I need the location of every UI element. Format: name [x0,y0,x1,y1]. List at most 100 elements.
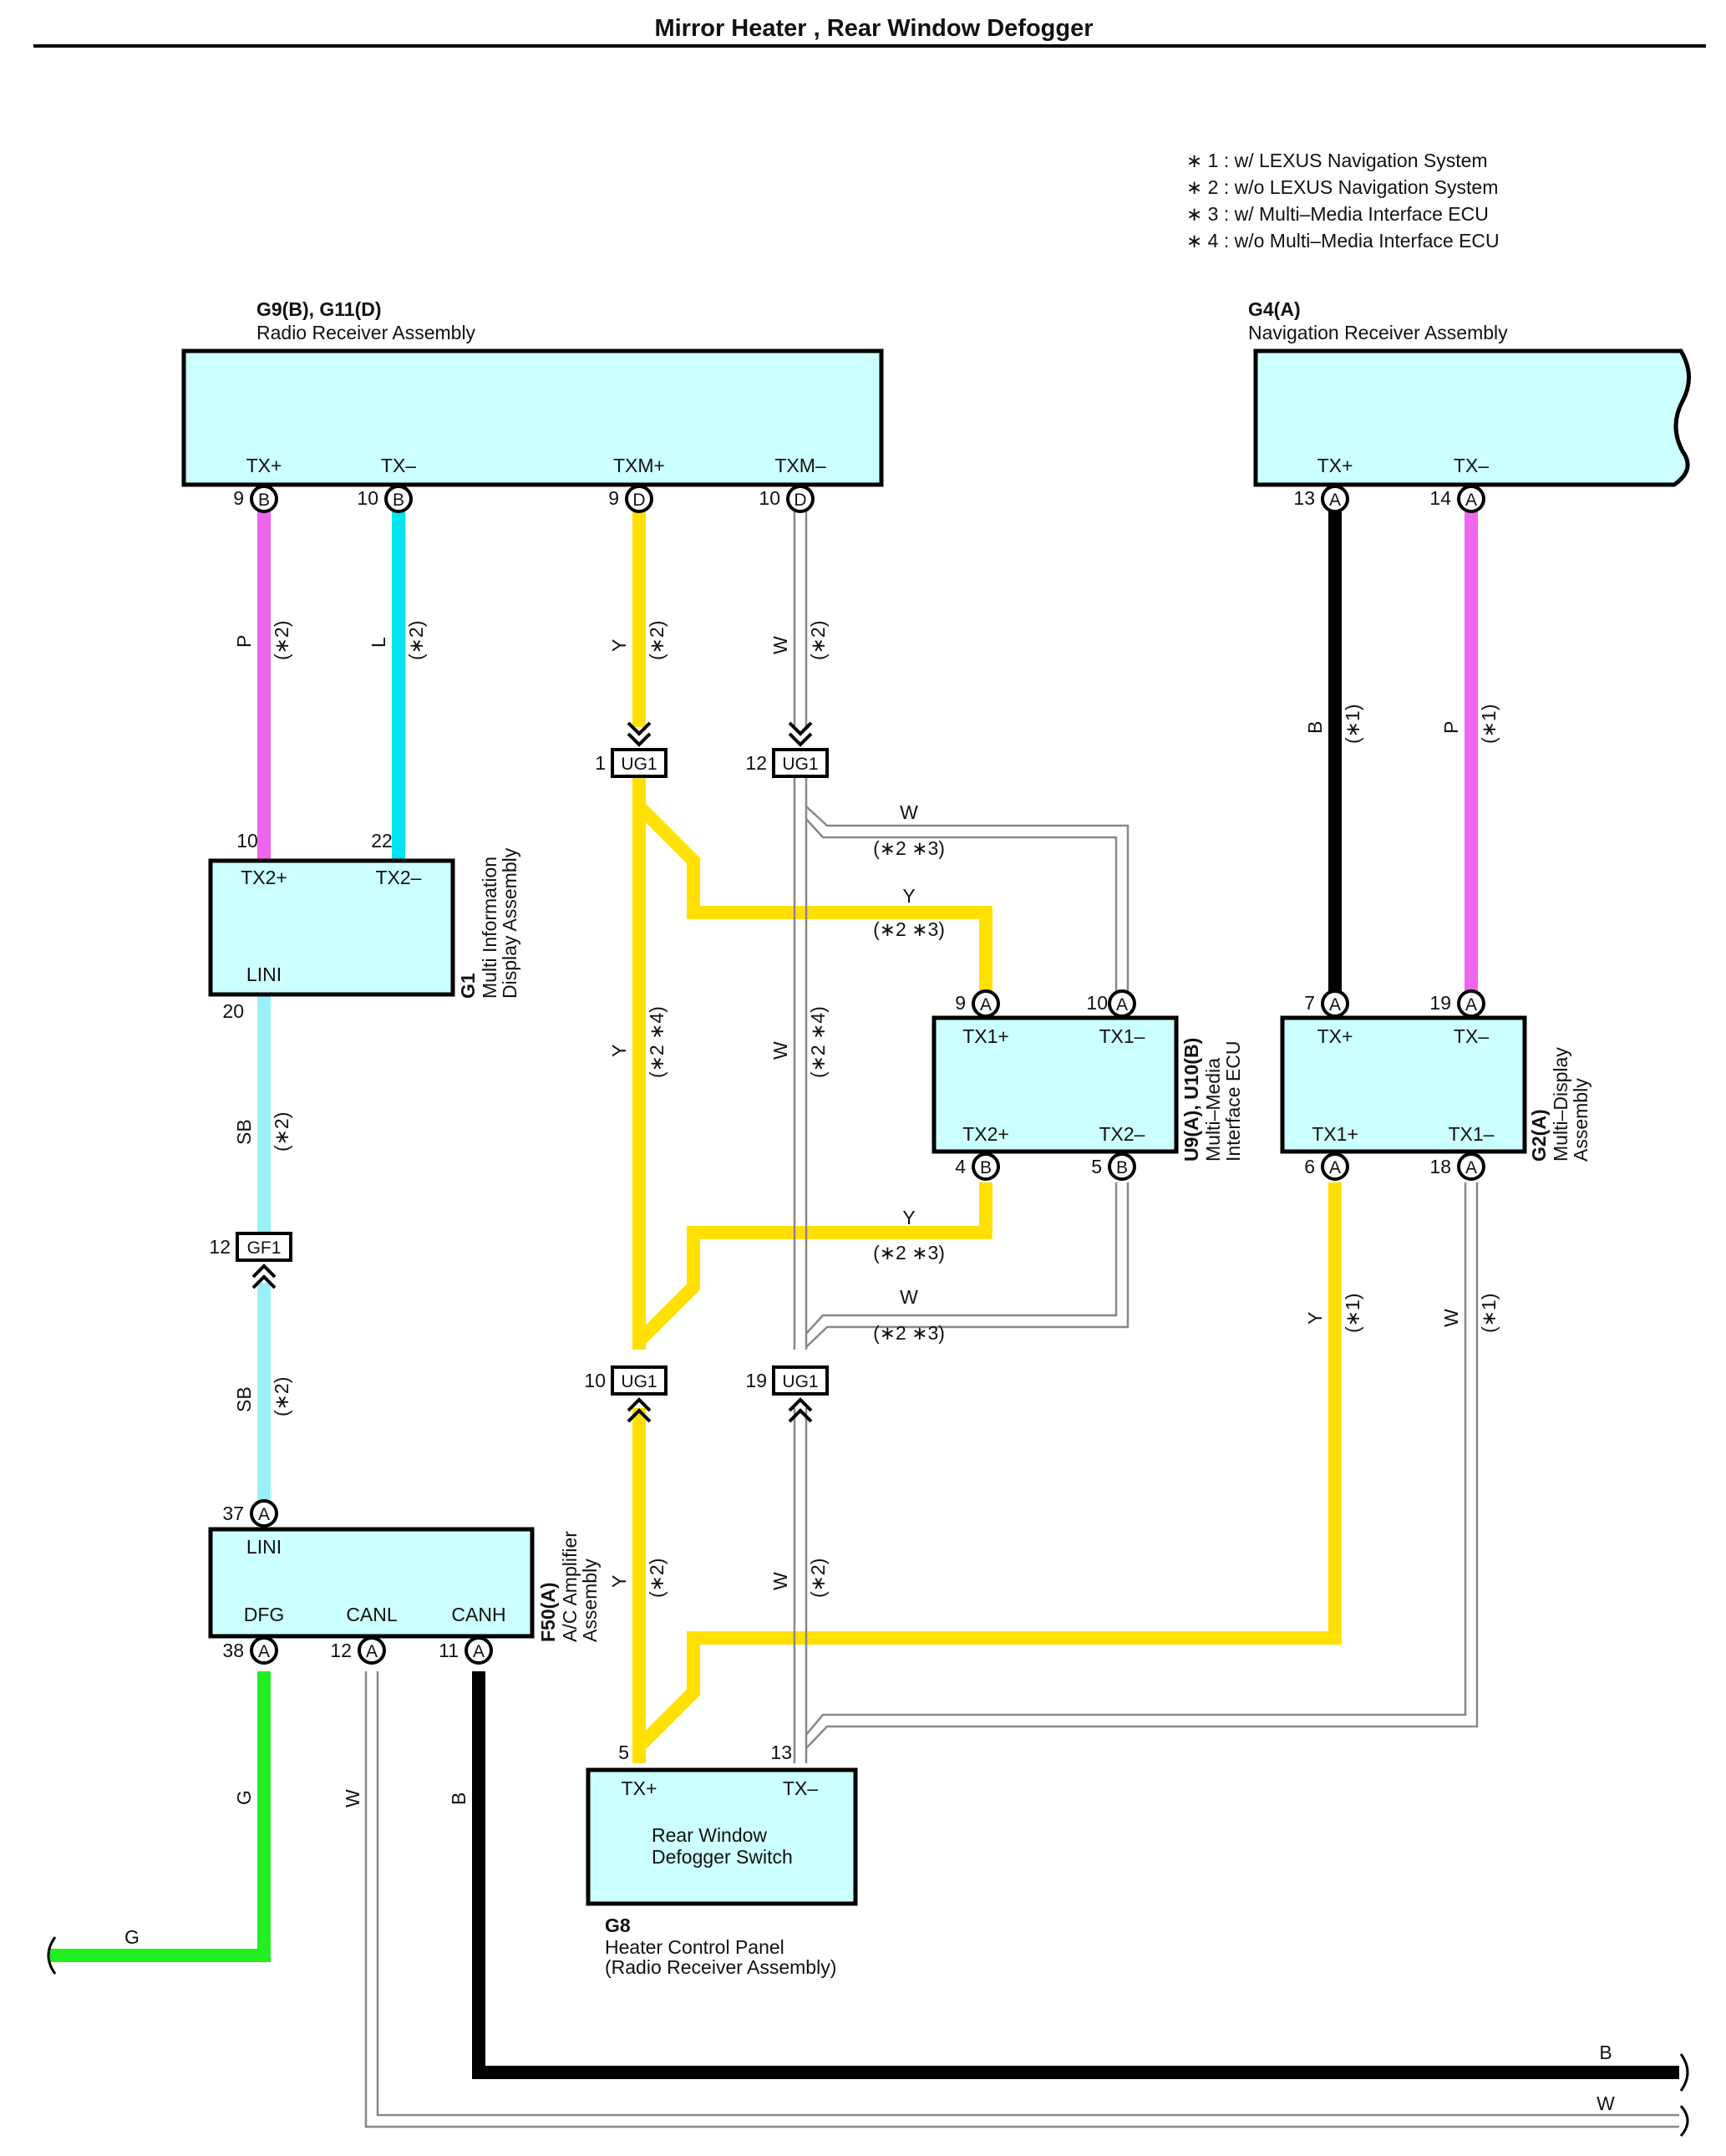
wire-label-sb: SB [233,1386,255,1412]
wire-label-b: B [1304,721,1326,734]
radio-conn-3 [625,485,653,513]
ac-code: F50(A) [537,1582,559,1642]
junctions: UG1 1 UG1 12 UG1 10 UG1 19 GF1 12 [209,721,829,1423]
mda-conn-4-label: A [1465,1158,1477,1177]
wire-note: (∗2 ∗3) [873,837,945,859]
radio-term-2: TX– [381,455,416,476]
wire-label-l: L [368,637,389,648]
ac-conn-1 [250,1499,278,1528]
wire-yellow-mmi-b [634,1182,992,1346]
mmi-pin-2: 10 [1086,992,1108,1014]
wire-label-w: W [1440,1309,1462,1327]
mda-pin-1: 7 [1304,992,1315,1014]
wire-note: (∗2) [405,621,427,660]
ac-name-1: A/C Amplifier [559,1531,581,1642]
wire-label-y: Y [608,1045,630,1057]
radio-conn-4 [786,485,815,513]
wire-label-p: P [1440,721,1462,734]
mmi-pin-3: 4 [955,1156,966,1177]
mda-term-1: TX+ [1317,1025,1353,1047]
ug1-10-label: UG1 [621,1372,657,1391]
wire-yellow-mmi-a [634,801,992,1003]
wire-label-y: Y [608,639,630,652]
mda-term-4: TX1– [1449,1123,1495,1145]
wire-label-p: P [233,635,255,648]
wires [47,510,1689,2137]
ug1-19-pin: 19 [745,1370,767,1391]
mid-pin-2: 22 [371,830,393,852]
ug1-12-pin: 12 [745,752,767,774]
wire-note: (∗1) [1478,704,1500,744]
wire-note: (∗2) [807,621,829,660]
mmi-conn-4 [1108,1152,1136,1181]
nav-pin-1: 13 [1293,487,1315,509]
mid-name-2: Display Assembly [499,847,520,999]
ug1-10-pin: 10 [584,1370,606,1391]
mmi-conn-3 [972,1152,1000,1181]
ac-conn-3-label: A [366,1642,378,1661]
mid-name-1: Multi Information [479,857,500,999]
nav-name: Navigation Receiver Assembly [1248,322,1508,343]
wire-note: (∗2 ∗4) [807,1006,829,1078]
radio-term-1: TX+ [246,455,282,476]
wire-note: (∗1) [1478,1294,1500,1333]
wire-label-w: W [900,801,918,823]
wire-label-y: Y [608,1575,630,1588]
gf1-label: GF1 [247,1238,282,1258]
wire-note: (∗2 ∗3) [873,1322,945,1344]
ac-pin-3: 12 [330,1640,352,1661]
ac-amplifier-assembly: 37 A LINI DFG CANL CANH 38 12 11 A A A F… [208,1499,601,1665]
mda-conn-1 [1321,989,1349,1018]
radio-pin-2: 10 [357,487,378,509]
gf1-pin: 12 [209,1236,231,1258]
mda-conn-3-label: A [1329,1158,1341,1177]
ac-conn-4-label: A [473,1642,485,1661]
radio-conn-2 [384,485,413,513]
wire-note: (∗2) [646,1559,668,1598]
wire-label-b: B [448,1792,470,1805]
wire-note: (∗1) [1342,1294,1363,1333]
mda-box [1280,1015,1527,1154]
wire-note: (∗2) [271,1112,292,1152]
wire-labels: P (∗2) L (∗2) Y (∗2) W (∗2) B (∗1) P (∗1… [124,621,1615,2114]
note-2: ∗ 2 : w/o LEXUS Navigation System [1186,176,1498,198]
defog-inner-1: Rear Window [652,1824,767,1846]
wire-note: (∗2 ∗3) [873,1242,945,1264]
ac-name-2: Assembly [579,1559,601,1642]
radio-box [181,348,884,487]
defog-name-2: (Radio Receiver Assembly) [605,1956,836,1978]
nav-conn-1-label: A [1329,491,1341,510]
radio-receiver-assembly: G9(B), G11(D) Radio Receiver Assembly TX… [181,298,884,513]
multi-media-interface-ecu: 9 10 A A TX1+ TX1– TX2+ TX2– 4 5 B B U9(… [932,989,1244,1181]
mid-term-3: LINI [246,964,282,985]
multi-display-assembly: 7 19 A A TX+ TX– TX1+ TX1– 6 18 A A G2(A… [1280,989,1591,1181]
mmi-conn-1-label: A [980,995,992,1014]
wire-label-w: W [769,1041,791,1060]
mmi-name-2: Interface ECU [1222,1041,1244,1162]
nav-term-1: TX+ [1317,455,1353,476]
break-mark-right-b [1679,2053,1689,2092]
wire-label-w: W [769,636,791,654]
wire-black-canh [472,1671,1679,2079]
radio-name: Radio Receiver Assembly [256,322,476,343]
wire-note: (∗2) [271,621,292,660]
defog-pin-2: 13 [770,1742,792,1763]
radio-pin-1: 9 [233,487,244,509]
ac-conn-2 [250,1636,278,1665]
mmi-conn-3-label: B [980,1158,992,1177]
ac-conn-1-label: A [258,1505,270,1524]
break-mark-right-w [1679,2105,1689,2137]
mmi-term-2: TX1– [1099,1025,1145,1047]
mmi-pin-4: 5 [1091,1156,1102,1177]
nav-term-2: TX– [1454,455,1489,476]
mid-box [208,858,455,997]
mda-term-3: TX1+ [1312,1123,1358,1145]
mda-conn-1-label: A [1329,995,1341,1014]
nav-conn-1 [1321,485,1349,513]
defog-box [586,1767,858,1906]
wire-green-dfg [50,1671,271,1962]
wire-label-w: W [769,1572,791,1590]
mid-pin-1: 10 [236,830,258,852]
double-chevron-icon [788,721,813,747]
mmi-conn-1 [972,989,1000,1018]
